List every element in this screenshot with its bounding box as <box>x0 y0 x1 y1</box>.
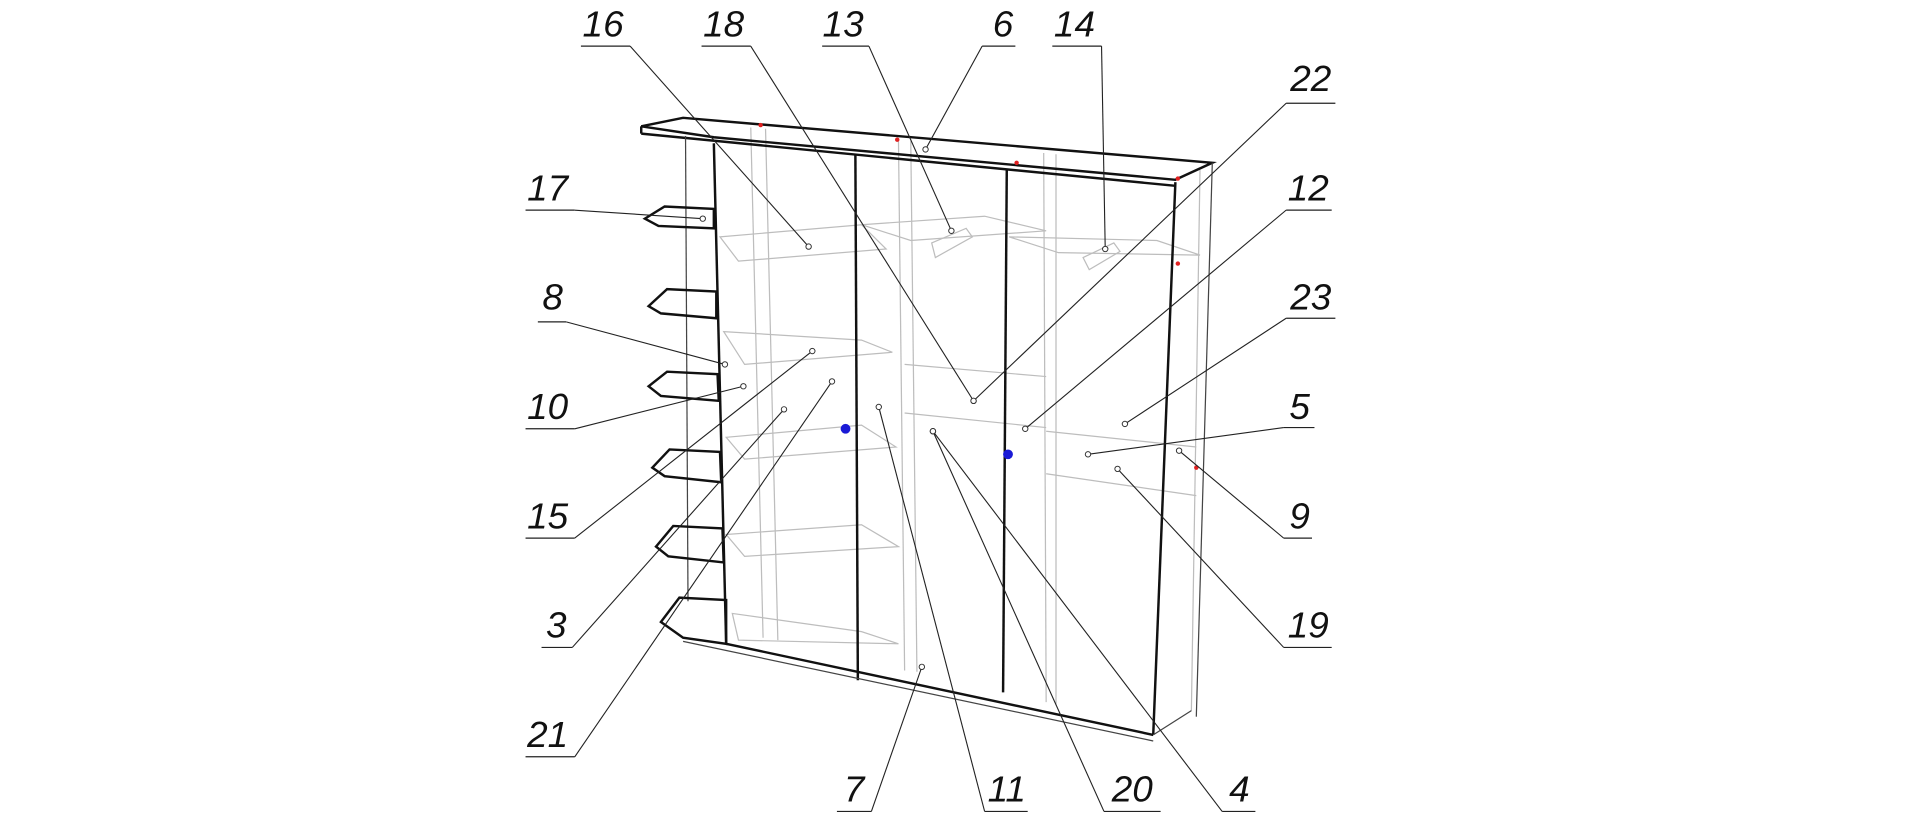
callouts: 16 18 13 6 14 22 12 23 5 9 19 4 20 11 7 21 3 15 10 8 17 <box>525 4 1336 813</box>
leader-line <box>1100 46 1106 250</box>
part-number-label: 22 <box>1289 58 1331 99</box>
part-number-label: 8 <box>542 277 563 318</box>
leader-line <box>870 666 923 812</box>
leader-line <box>566 321 726 365</box>
part-number-label: 11 <box>988 769 1026 810</box>
leader-line <box>574 381 833 758</box>
callout-11: 11 <box>875 403 1028 813</box>
leader-point <box>721 361 729 368</box>
leader-line <box>868 45 952 232</box>
leader-line <box>878 406 986 812</box>
leader-point <box>740 383 747 390</box>
callout-17: 17 <box>525 168 706 222</box>
leader-point <box>929 428 937 435</box>
part-number-label: 10 <box>527 386 569 427</box>
part-number-label: 6 <box>993 4 1014 45</box>
part-number-label: 20 <box>1111 769 1154 810</box>
leader-point <box>1175 447 1183 454</box>
door-edge <box>854 155 860 681</box>
callout-12: 12 <box>1022 168 1332 432</box>
leader-line <box>1178 450 1285 539</box>
leader-point <box>875 403 882 411</box>
part-number-label: 19 <box>1288 605 1329 646</box>
leader-point <box>828 378 836 385</box>
callout-3: 3 <box>541 406 788 649</box>
leader-point <box>1114 465 1121 473</box>
leader-point <box>809 347 816 355</box>
leader-line <box>1117 468 1285 648</box>
callout-14: 14 <box>1052 4 1109 253</box>
leader-line <box>1024 209 1287 430</box>
part-number-label: 23 <box>1289 277 1332 318</box>
callout-10: 10 <box>525 383 747 430</box>
side-shelves <box>642 205 728 646</box>
callout-5: 5 <box>1084 386 1315 458</box>
part-number-label: 13 <box>823 4 865 45</box>
part-number-label: 12 <box>1288 168 1329 209</box>
callout-16: 16 <box>580 4 812 250</box>
leader-point <box>918 663 926 671</box>
leader-line <box>1124 317 1287 425</box>
leader-point <box>948 227 955 234</box>
part-number-label: 18 <box>703 4 745 45</box>
leader-line <box>932 430 1105 812</box>
wardrobe-drawing <box>640 116 1218 742</box>
callout-23: 23 <box>1121 277 1336 428</box>
part-number-label: 14 <box>1054 4 1095 45</box>
leader-line <box>571 408 785 648</box>
leader-line <box>1087 427 1284 455</box>
part-number-label: 3 <box>546 605 567 646</box>
leader-point <box>780 406 788 413</box>
callout-15: 15 <box>525 347 816 539</box>
callout-8: 8 <box>537 277 729 368</box>
leader-line <box>925 45 983 150</box>
callout-9: 9 <box>1175 447 1312 539</box>
callout-4: 4 <box>929 428 1256 813</box>
callout-7: 7 <box>836 663 926 813</box>
callout-13: 13 <box>822 4 955 234</box>
leader-line <box>574 350 813 539</box>
leader-line <box>932 430 1223 812</box>
callout-21: 21 <box>525 378 836 758</box>
interior-hidden-lines <box>683 117 1213 711</box>
blue-marker <box>840 423 851 434</box>
door-edge <box>1001 170 1008 693</box>
leader-line <box>574 209 703 220</box>
leader-point <box>805 243 812 250</box>
part-number-label: 17 <box>527 168 570 209</box>
part-number-label: 4 <box>1229 769 1250 810</box>
callout-22: 22 <box>970 58 1336 405</box>
callout-20: 20 <box>929 428 1161 813</box>
leader-point <box>1084 451 1092 458</box>
leader-line <box>750 45 975 402</box>
callout-18: 18 <box>701 4 977 405</box>
part-number-label: 7 <box>844 769 866 810</box>
leader-point <box>1102 245 1109 253</box>
leader-line <box>973 102 1287 402</box>
part-number-label: 9 <box>1289 496 1310 537</box>
leader-point <box>970 397 977 405</box>
door-edge <box>1152 182 1177 735</box>
top-panel <box>640 116 1218 182</box>
callout-6: 6 <box>922 4 1016 153</box>
leader-point <box>1121 420 1129 428</box>
part-number-label: 16 <box>583 4 625 45</box>
part-number-label: 21 <box>526 714 568 755</box>
leader-point <box>1022 425 1029 432</box>
blue-marker <box>1003 449 1013 460</box>
leader-line <box>574 385 744 430</box>
callout-19: 19 <box>1114 465 1332 649</box>
part-number-label: 5 <box>1289 386 1310 427</box>
leader-point <box>922 146 929 153</box>
part-number-label: 15 <box>527 496 569 537</box>
leader-point <box>699 215 706 222</box>
leader-line <box>629 45 810 247</box>
